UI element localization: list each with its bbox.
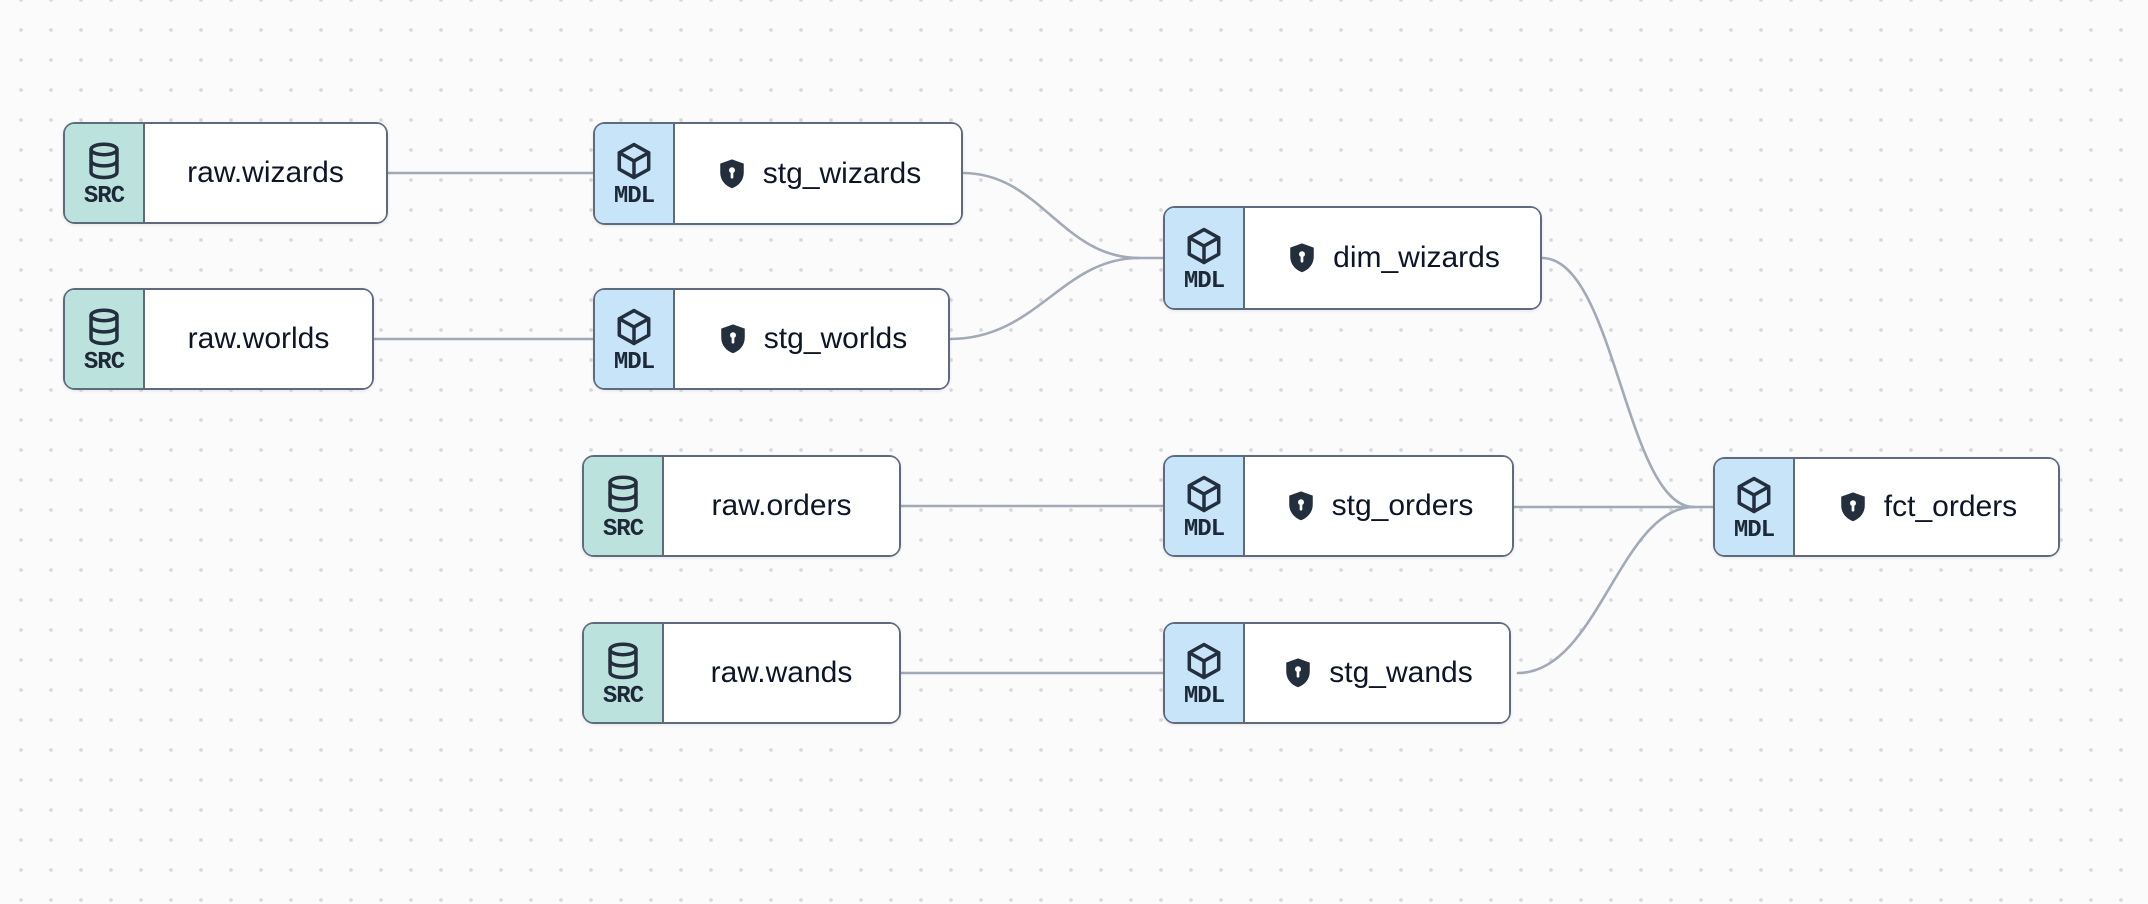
node-label: raw.wizards <box>187 156 344 189</box>
node-type-label: SRC <box>83 348 125 376</box>
node-stg-orders[interactable]: MDL stg_orders <box>1163 455 1514 557</box>
node-type-label: SRC <box>602 515 644 543</box>
node-type-label: MDL <box>1183 267 1225 295</box>
database-icon <box>83 140 125 182</box>
shield-icon <box>1285 241 1319 275</box>
node-label: stg_wizards <box>762 156 922 190</box>
node-raw-wands[interactable]: SRC raw.wands <box>582 622 901 724</box>
node-label: stg_worlds <box>763 322 908 355</box>
database-icon <box>83 306 125 348</box>
node-body: fct_orders <box>1795 459 2058 555</box>
node-label: raw.worlds <box>187 322 330 355</box>
node-raw-wizards[interactable]: SRC raw.wizards <box>63 122 388 224</box>
shield-icon <box>715 157 749 191</box>
node-label: fct_orders <box>1883 490 2018 523</box>
node-type-label: SRC <box>83 182 125 210</box>
node-type-badge: MDL <box>1715 459 1795 555</box>
shield-icon <box>716 322 750 356</box>
node-body: dim_wizards <box>1245 208 1540 308</box>
node-body: raw.worlds <box>145 290 372 388</box>
node-type-badge: MDL <box>1165 624 1245 722</box>
node-raw-worlds[interactable]: SRC raw.worlds <box>63 288 374 390</box>
node-body: stg_worlds <box>675 290 948 388</box>
node-type-label: MDL <box>613 348 655 376</box>
cube-icon <box>613 306 655 348</box>
node-label: stg_wands <box>1329 656 1473 689</box>
node-body: stg_wizards <box>675 124 961 223</box>
node-type-label: MDL <box>1733 516 1775 544</box>
cube-icon <box>1183 473 1225 515</box>
node-type-label: MDL <box>1183 682 1225 710</box>
node-type-badge: SRC <box>65 290 145 388</box>
node-type-label: MDL <box>1183 515 1225 543</box>
node-dim-wizards[interactable]: MDL dim_wizards <box>1163 206 1542 310</box>
node-label: stg_orders <box>1331 489 1474 522</box>
edge-stg_wizards-to-dim_wizards <box>961 171 1165 260</box>
node-raw-orders[interactable]: SRC raw.orders <box>582 455 901 557</box>
cube-icon <box>613 140 655 182</box>
node-label: raw.wands <box>710 656 853 689</box>
node-stg-worlds[interactable]: MDL stg_worlds <box>593 288 950 390</box>
node-type-label: MDL <box>613 183 655 210</box>
node-type-badge: MDL <box>595 290 675 388</box>
node-type-badge: SRC <box>584 624 664 722</box>
database-icon <box>602 473 644 515</box>
node-body: stg_wands <box>1245 624 1509 722</box>
node-label: raw.orders <box>711 489 852 522</box>
node-type-badge: SRC <box>584 457 664 555</box>
cube-icon <box>1183 640 1225 682</box>
node-type-badge: MDL <box>1165 457 1245 555</box>
node-type-badge: MDL <box>595 124 675 223</box>
cube-icon <box>1733 474 1775 516</box>
shield-icon <box>1284 489 1318 523</box>
node-stg-wizards[interactable]: MDL stg_wizards <box>593 122 963 225</box>
node-body: raw.orders <box>664 457 899 555</box>
node-body: stg_orders <box>1245 457 1512 555</box>
node-type-badge: SRC <box>65 124 145 222</box>
edge-stg_wands-to-fct_orders <box>1516 505 1696 675</box>
database-icon <box>602 640 644 682</box>
cube-icon <box>1183 225 1225 267</box>
node-fct-orders[interactable]: MDL fct_orders <box>1713 457 2060 557</box>
shield-icon <box>1836 490 1870 524</box>
edge-dim_wizards-to-fct_orders <box>1540 256 1715 509</box>
node-type-label: SRC <box>602 682 644 710</box>
edge-stg_worlds-to-dim_wizards <box>948 256 1141 341</box>
node-body: raw.wizards <box>145 124 386 222</box>
node-body: raw.wands <box>664 624 899 722</box>
node-label: dim_wizards <box>1333 241 1500 274</box>
shield-icon <box>1281 656 1315 690</box>
node-type-badge: MDL <box>1165 208 1245 308</box>
node-stg-wands[interactable]: MDL stg_wands <box>1163 622 1511 724</box>
